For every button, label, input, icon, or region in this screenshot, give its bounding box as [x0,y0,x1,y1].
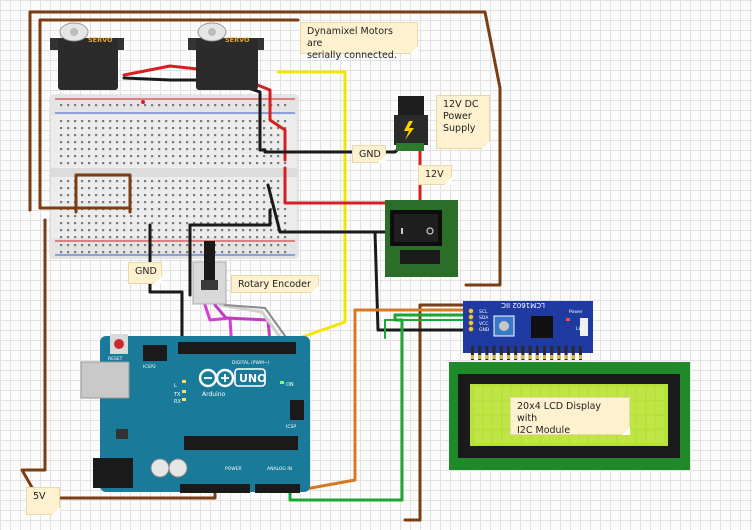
rotary-encoder [192,241,227,305]
servo-motor-1: SERVO [50,22,124,90]
reset-label: RESET [108,356,123,362]
wire-black-bottom-gnd [148,223,184,344]
i2c-title: LCM1602 IIC [501,301,545,309]
note-gnd-left: GND [128,262,162,284]
rx-label: RX [174,399,181,405]
led-l-label: L [174,383,177,389]
note-5v: 5V [26,487,60,515]
wire-black-lcd-gnd [298,230,468,332]
wire-grey-d [224,304,289,341]
servo-label: SERVO [225,36,250,44]
dc-power-jack [394,96,428,151]
wires [20,10,502,522]
wire-brown-5v [74,173,132,214]
wire-red-12v [283,166,390,205]
arduino-uno-board: RESET ICSP2 DIGITAL (PWM~) POWER ANALOG … [80,334,310,493]
digital-label: DIGITAL (PWM~) [232,360,270,366]
note-rotary-encoder: Rotary Encoder [231,275,319,293]
uno-label: UNO [239,372,267,385]
i2c-pin-vcc-label: VCC [479,321,488,327]
wire-yellow-signal [276,70,347,344]
note-power-supply: 12V DC Power Supply [436,95,490,149]
i2c-module: LCM1602 IIC SCL SDA VCC GND Power LED [463,301,593,360]
wire-red-servo [122,64,287,162]
arduino-logo: UNO Arduino [198,368,267,398]
note-dynamixel: Dynamixel Motors are serially connected. [300,22,418,61]
icsp-label: ICSP [286,424,296,430]
i2c-power-label: Power [569,309,583,315]
analog-label: ANALOG IN [267,466,292,472]
icsp2-label: ICSP2 [143,364,156,370]
i2c-pin-gnd-label: GND [479,327,490,333]
wire-brown-top-loop [28,10,502,287]
note-gnd-right: GND [352,145,386,163]
breadboard [49,94,299,259]
i2c-led-label: LED [576,326,585,332]
note-12v: 12V [418,165,452,185]
wire-brown-left-loop [38,18,300,210]
i2c-pin-scl-label: SCL [479,309,488,315]
wire-magenta-b [213,303,272,344]
note-lcd: 20x4 LCD Display with I2C Module [510,397,630,436]
power-label: POWER [225,466,242,472]
rocker-switch [385,200,458,277]
servo-label: SERVO [88,36,113,44]
on-label: ON [286,382,294,388]
servo-motor-2: SERVO [188,22,264,90]
arduino-brand-label: Arduino [202,391,226,398]
wire-green-scl [384,319,467,339]
wire-brown-lcd-5v [403,303,468,522]
wire-white-c [218,303,284,342]
wire-black-encoder [188,208,272,297]
wire-orange-scl [298,308,468,492]
i2c-pin-sda-label: SDA [479,315,489,321]
tx-label: TX [173,392,181,398]
wire-brown-5v-down [20,218,217,500]
